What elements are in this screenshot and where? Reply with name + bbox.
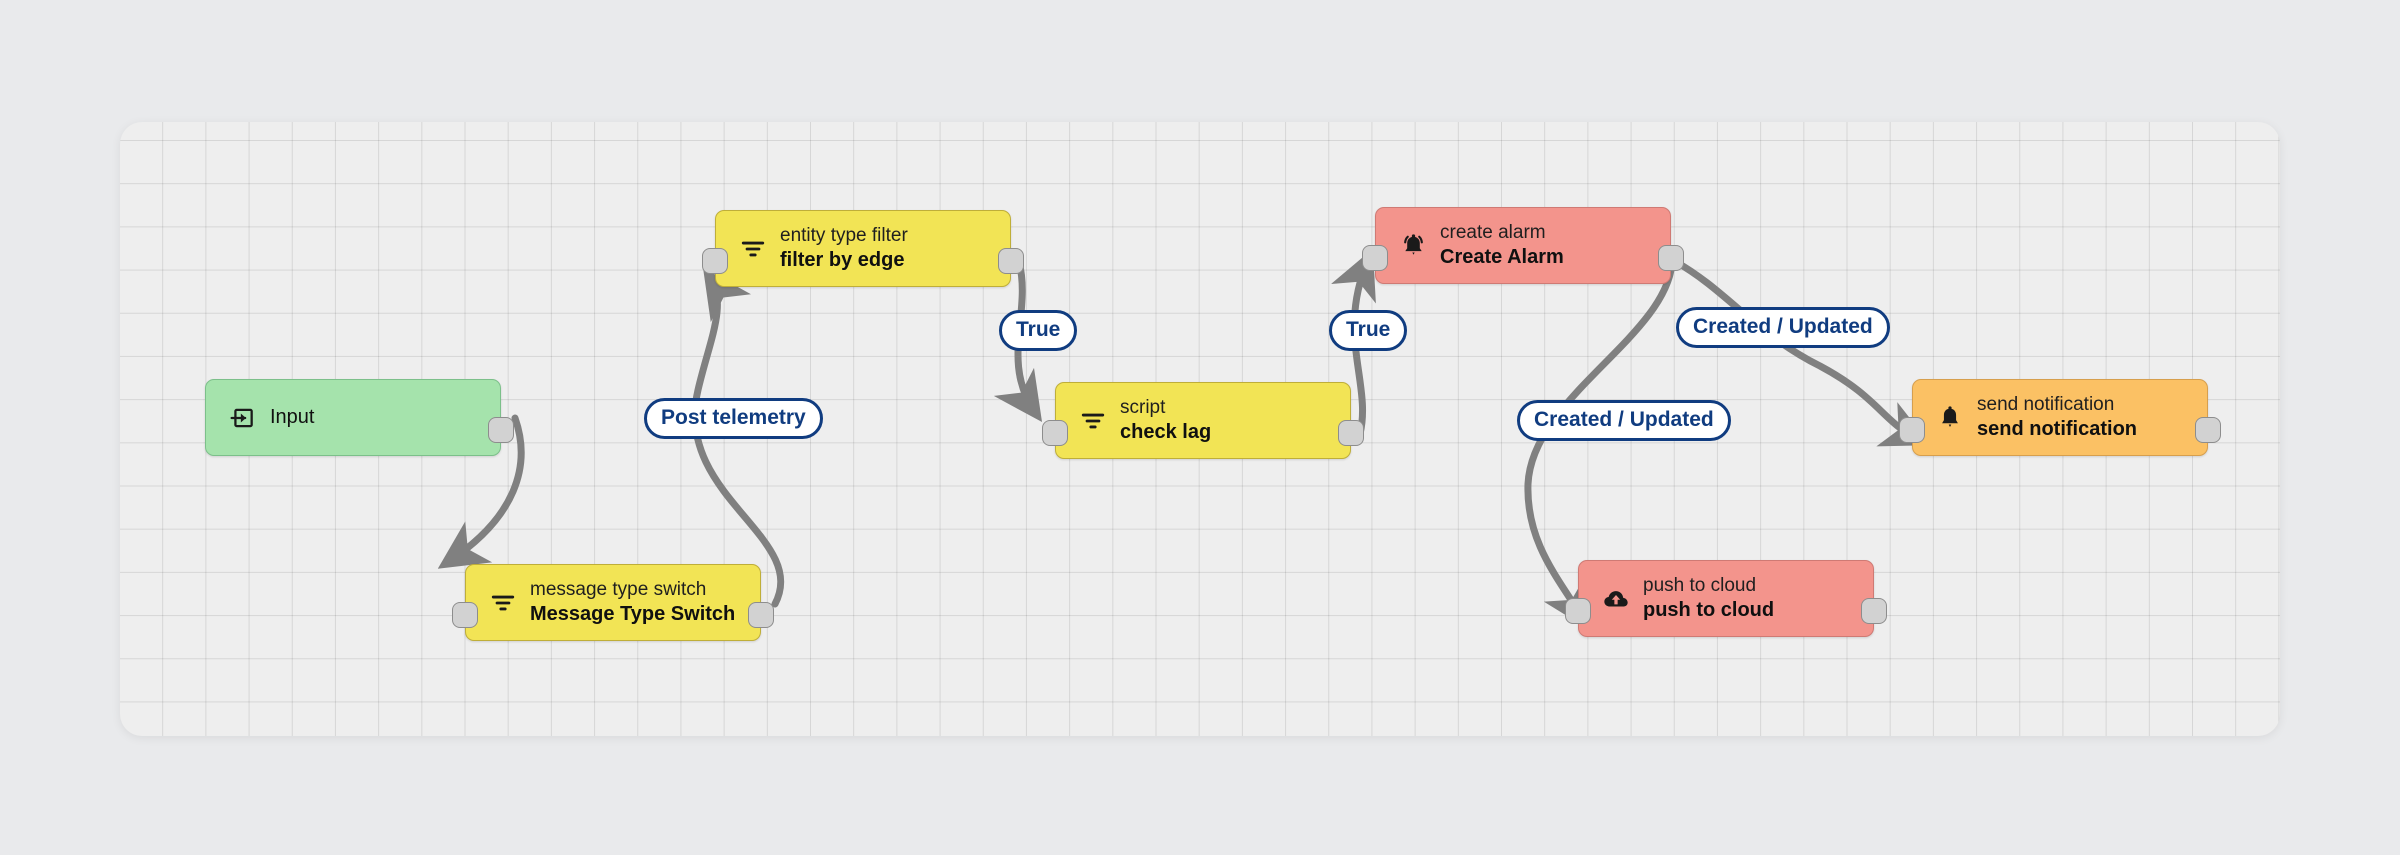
- port-push-to-cloud-in[interactable]: [1565, 598, 1591, 624]
- node-message-type-switch-text: message type switch Message Type Switch: [530, 579, 735, 627]
- node-send-notification-title: send notification: [1977, 417, 2137, 440]
- node-send-notification[interactable]: send notification send notification: [1912, 379, 2208, 456]
- node-input-label: Input: [270, 405, 315, 428]
- port-create-alarm-in[interactable]: [1362, 245, 1388, 271]
- port-entity-type-filter-out[interactable]: [998, 248, 1024, 274]
- edge-label-post-telemetry[interactable]: Post telemetry: [644, 398, 823, 440]
- node-create-alarm-title: Create Alarm: [1440, 245, 1564, 268]
- node-create-alarm-text: create alarm Create Alarm: [1440, 222, 1564, 270]
- node-script-type: script: [1120, 396, 1166, 418]
- node-push-to-cloud-title: push to cloud: [1643, 598, 1775, 621]
- node-message-type-switch[interactable]: message type switch Message Type Switch: [465, 564, 761, 641]
- node-input-text: Input: [270, 406, 314, 430]
- node-create-alarm-type: create alarm: [1440, 221, 1546, 243]
- port-push-to-cloud-out[interactable]: [1861, 598, 1887, 624]
- node-entity-type-filter[interactable]: entity type filter filter by edge: [715, 210, 1011, 287]
- cloud-upload-icon: [1601, 584, 1631, 614]
- port-entity-type-filter-in[interactable]: [702, 248, 728, 274]
- edge-message-type-switch-to-entity-type-filter: [691, 267, 785, 608]
- node-input[interactable]: Input: [205, 379, 501, 456]
- node-message-type-switch-title: Message Type Switch: [530, 602, 736, 625]
- node-entity-type-filter-text: entity type filter filter by edge: [780, 225, 908, 273]
- bell-ring-icon: [1398, 231, 1428, 261]
- node-message-type-switch-type: message type switch: [530, 578, 707, 600]
- node-push-to-cloud[interactable]: push to cloud push to cloud: [1578, 560, 1874, 637]
- edge-label-true-alarm[interactable]: True: [1329, 310, 1408, 352]
- node-push-to-cloud-type: push to cloud: [1643, 574, 1757, 596]
- port-create-alarm-out[interactable]: [1658, 245, 1684, 271]
- node-entity-type-filter-type: entity type filter: [780, 224, 908, 246]
- node-script-text: script check lag: [1120, 397, 1211, 445]
- port-input-out[interactable]: [488, 417, 514, 443]
- filter-icon: [488, 588, 518, 618]
- flow-canvas[interactable]: Input message type switch Message Type S…: [120, 122, 2280, 736]
- input-arrow-icon: [228, 403, 258, 433]
- node-send-notification-type: send notification: [1977, 393, 2115, 415]
- edge-label-created-updated-cloud[interactable]: Created / Updated: [1517, 400, 1731, 442]
- filter-icon: [738, 234, 768, 264]
- bell-icon: [1935, 403, 1965, 433]
- edge-label-true-filter[interactable]: True: [999, 310, 1078, 352]
- port-script-out[interactable]: [1338, 420, 1364, 446]
- port-script-in[interactable]: [1042, 420, 1068, 446]
- node-push-to-cloud-text: push to cloud push to cloud: [1643, 575, 1774, 623]
- node-entity-type-filter-title: filter by edge: [780, 248, 905, 271]
- edge-label-created-updated-notification[interactable]: Created / Updated: [1676, 307, 1890, 349]
- node-script[interactable]: script check lag: [1055, 382, 1351, 459]
- port-message-type-switch-in[interactable]: [452, 602, 478, 628]
- port-send-notification-out[interactable]: [2195, 417, 2221, 443]
- port-message-type-switch-out[interactable]: [748, 602, 774, 628]
- node-create-alarm[interactable]: create alarm Create Alarm: [1375, 207, 1671, 284]
- port-send-notification-in[interactable]: [1899, 417, 1925, 443]
- node-script-title: check lag: [1120, 420, 1212, 443]
- node-send-notification-text: send notification send notification: [1977, 394, 2137, 442]
- filter-icon: [1078, 406, 1108, 436]
